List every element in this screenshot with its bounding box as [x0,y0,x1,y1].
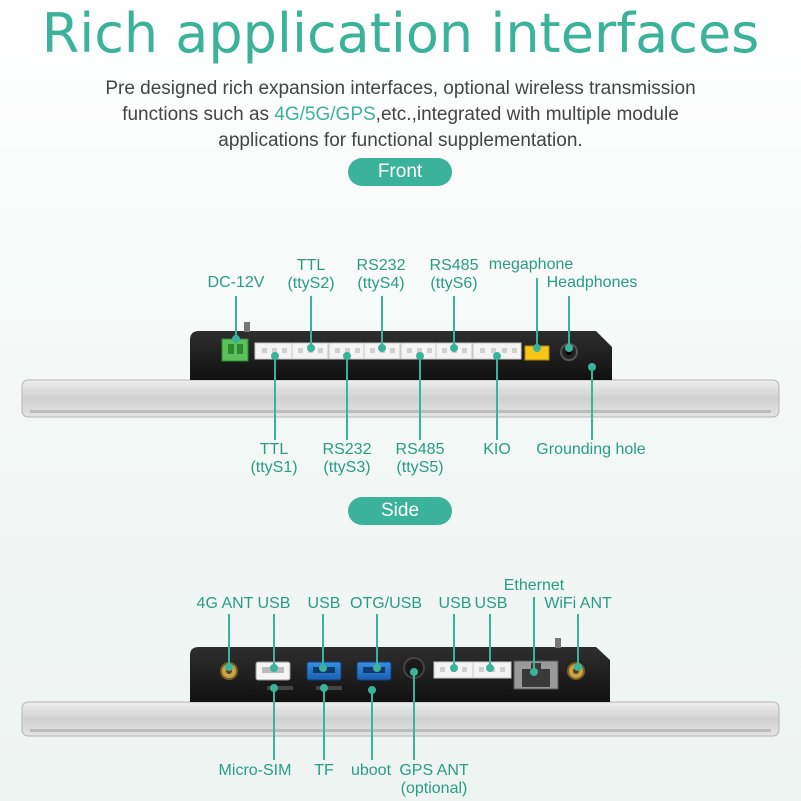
label-rs485-ttys6: RS485(ttyS6) [429,257,479,292]
dc-pin [237,344,243,354]
label-headphones: Headphones [546,274,638,291]
label-rs232-ttys4: RS232(ttyS4) [356,257,406,292]
desc-line-3: applications for functional supplementat… [218,130,583,151]
tf-slot [316,686,342,690]
front-callouts [232,278,596,440]
label-rs485-ttys5: RS485(ttyS5) [395,441,445,476]
side-section-label: Side [348,497,452,525]
desc-line-2: functions such as 4G/5G/GPS,etc.,integra… [40,102,761,128]
label-rs232-ttys3: RS232(ttyS3) [322,441,372,476]
dc-pin [228,344,234,354]
label-usb-4: USB [474,595,508,612]
desc-highlight: 4G/5G/GPS [274,104,376,125]
label-4g-ant: 4G ANT [196,595,254,612]
label-uboot: uboot [350,762,392,779]
label-grounding-hole: Grounding hole [536,441,646,458]
side-callouts [225,597,582,760]
label-otg-usb: OTG/USB [349,595,423,612]
label-usb-2: USB [307,595,341,612]
front-white-connectors [254,342,522,360]
description: Pre designed rich expansion interfaces, … [40,76,761,154]
label-usb-3: USB [438,595,472,612]
label-gps-ant: GPS ANT(optional) [399,762,469,797]
side-panel-edge [30,729,771,732]
desc-line-2-post: ,etc.,integrated with multiple module [375,104,679,125]
desc-line-1: Pre designed rich expansion interfaces, … [105,78,696,99]
label-wifi-ant: WiFi ANT [544,595,612,612]
page-title: Rich application interfaces [41,2,760,65]
side-screw [555,638,561,648]
microsim-slot [267,686,293,690]
side-housing [190,647,610,702]
front-screw [244,322,250,332]
side-device [21,638,780,737]
label-ethernet: Ethernet [503,577,565,594]
connector-pins [262,348,517,353]
label-dc: DC-12V [207,274,265,291]
label-megaphone: megaphone [488,256,574,273]
label-tf: TF [314,762,334,779]
label-ttl-ttys2: TTL(ttyS2) [287,257,335,292]
desc-line-2-pre: functions such as [122,104,275,125]
label-ttl-ttys1: TTL(ttyS1) [250,441,298,476]
label-micro-sim: Micro-SIM [218,762,292,779]
front-section-label: Front [348,158,452,186]
front-device [21,322,780,418]
front-panel-edge [30,410,771,413]
label-kio: KIO [483,441,511,458]
label-usb-1: USB [257,595,291,612]
